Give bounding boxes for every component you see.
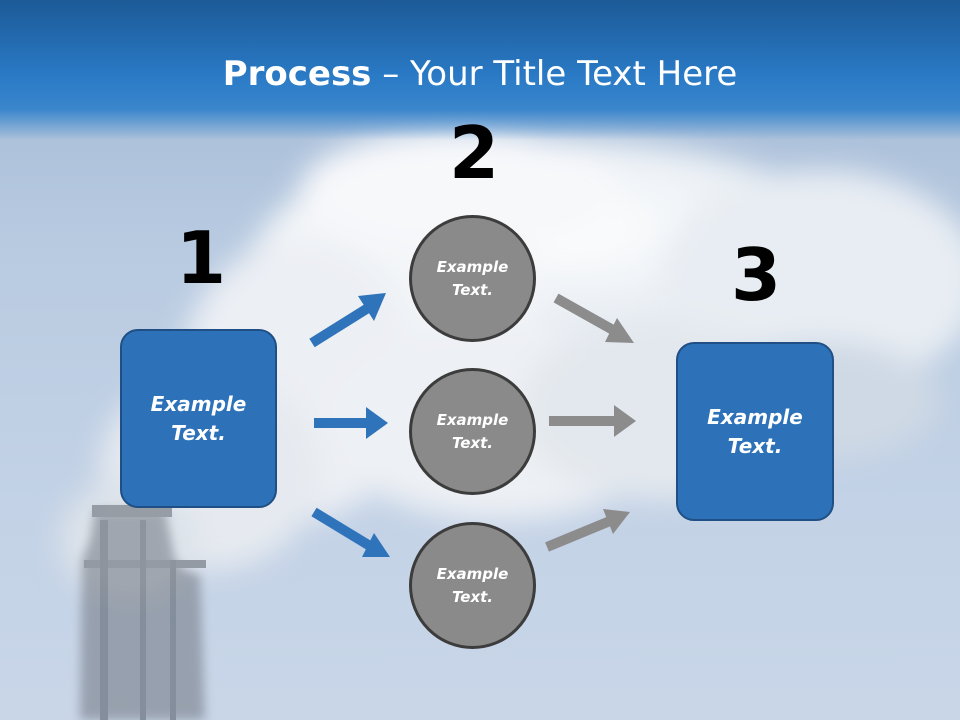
step-3-box[interactable]: Example Text. [676, 342, 834, 521]
step-1-line2: Text. [171, 420, 226, 445]
circle-bottom-line1: Example [436, 564, 509, 583]
step-2-circle-bottom[interactable]: Example Text. [409, 522, 536, 649]
title-bar [0, 0, 960, 140]
gray-arrow-up [545, 509, 630, 552]
blue-arrow-up [309, 293, 386, 348]
page-title: Process – Your Title Text Here [0, 52, 960, 96]
circle-bottom-line2: Text. [451, 587, 493, 606]
circle-top-text: Example Text. [437, 256, 509, 302]
blue-arrow-straight [314, 407, 388, 439]
step-2-circle-middle[interactable]: Example Text. [409, 368, 536, 495]
circle-middle-text: Example Text. [437, 409, 509, 455]
step-1-text: Example Text. [151, 390, 247, 448]
circle-middle-line2: Text. [451, 433, 493, 452]
step-3-line1: Example [707, 404, 803, 429]
circle-top-line1: Example [436, 257, 509, 276]
chimney [80, 505, 206, 720]
step-2-circle-top[interactable]: Example Text. [409, 215, 536, 342]
circle-middle-line1: Example [436, 410, 509, 429]
step-1-box[interactable]: Example Text. [120, 329, 277, 508]
step-number-2: 2 [449, 111, 500, 195]
step-3-line2: Text. [727, 433, 783, 458]
gray-arrow-straight [549, 405, 636, 437]
step-1-line1: Example [150, 391, 247, 416]
title-rest: – Your Title Text Here [371, 54, 738, 94]
title-bold: Process [222, 54, 372, 94]
step-number-3: 3 [731, 233, 782, 317]
circle-top-line2: Text. [451, 280, 493, 299]
blue-arrow-down [311, 507, 390, 557]
gray-arrow-down [553, 293, 634, 343]
step-number-1: 1 [176, 216, 227, 300]
circle-bottom-text: Example Text. [437, 563, 509, 609]
step-3-text: Example Text. [707, 403, 803, 461]
